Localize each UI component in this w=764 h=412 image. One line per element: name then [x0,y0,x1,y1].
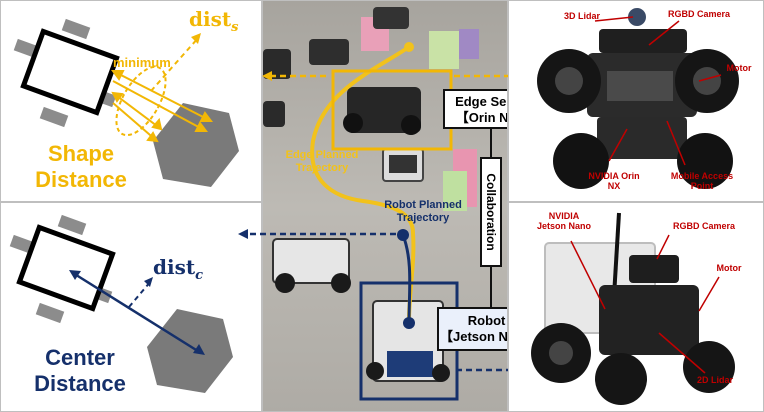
minimum-label: minimum [113,55,171,70]
green-block [429,31,459,69]
nvidia-orin-label: NVIDIA Orin NX [588,171,640,191]
nvidia-jetson-nano-label: NVIDIA Jetson Nano [536,211,591,231]
background-robot [373,7,409,29]
center-distance-diagram [9,214,233,393]
edge-robot-panel: 3D Lidar RGBD Camera Motor NVIDIA Orin N… [508,0,764,202]
robot-screen [389,155,417,173]
3d-lidar-label: 3D Lidar [563,11,600,21]
hexagon-obstacle [147,309,233,393]
minimum-ellipse [115,65,167,137]
center-distance-title: Center Distance [34,345,126,396]
dist-c-label: distc [153,255,204,283]
edge-robot-illustration [537,8,739,189]
robot-wheel [57,214,87,236]
robot-k-label: Robot k 【Jetson Nano】 [437,307,507,351]
background-robot [263,101,285,127]
experiment-photo: Edge Server 【Orin NX】 Robot k 【Jetson Na… [262,0,508,412]
background-robot [309,39,349,65]
background-robot [272,238,350,284]
robot-body [20,28,120,116]
robot-wheel [39,106,69,128]
dist-s-label: dists [189,7,239,35]
robot-body [16,224,116,312]
mobile-access-point-label: Mobile Access Point [670,171,734,191]
edge-planned-trajectory [310,45,416,322]
green-block [443,171,467,211]
robot-trajectory-label: Robot Planned Trajectory [384,199,462,224]
motor-label: Motor [716,263,742,273]
small-robot-illustration [531,212,735,405]
hexagon-obstacle [153,103,239,187]
shape-distance-panel: dists minimum Shape Distance [0,0,262,202]
robot-wheel [61,18,91,40]
edge-server-label: Edge Server 【Orin NX】 [443,89,507,129]
shape-distance-title: Shape Distance [35,141,127,192]
robot-wheel [35,302,65,324]
motor-label: Motor [726,63,752,73]
shape-distance-diagram [13,18,239,187]
edge-trajectory-label: Edge Planned Trajectory [285,149,359,174]
small-robot-panel: NVIDIA Jetson Nano RGBD Camera Motor 2D … [508,202,764,412]
background-robot [263,49,291,79]
collaboration-label: Collaboration [480,157,502,267]
rgbd-camera-label: RGBD Camera [672,221,736,231]
robot-k-screen [387,351,433,377]
robot-planned-trajectory [401,234,412,324]
rgbd-camera-label: RGBD Camera [667,9,731,19]
purple-block [459,29,479,59]
2d-lidar-label: 2D Lidar [696,375,733,385]
center-distance-panel: distc Center Distance [0,202,262,412]
